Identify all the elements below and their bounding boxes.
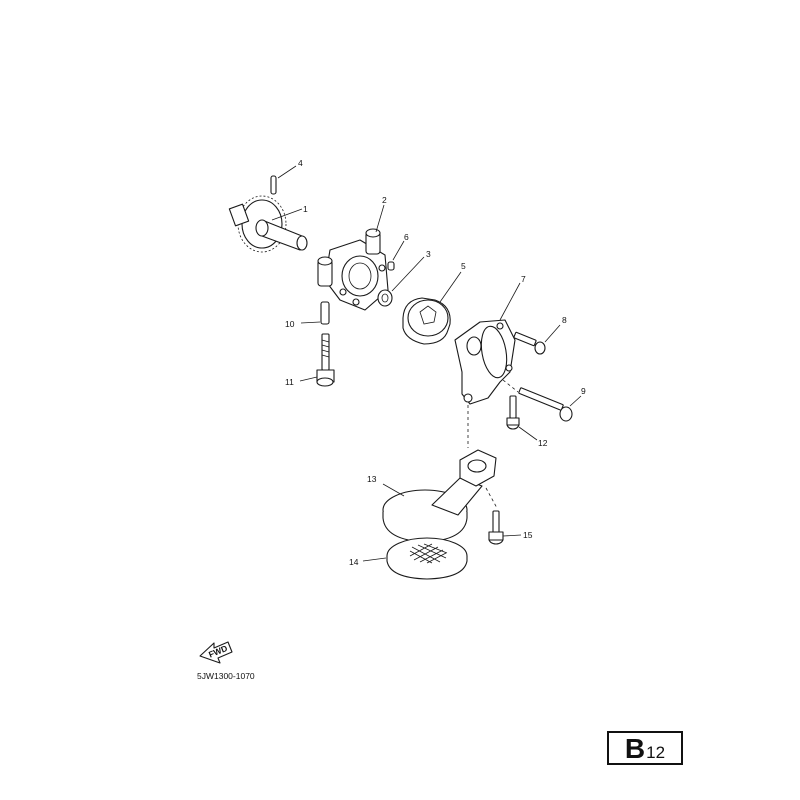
callout-5: 5 <box>461 261 466 271</box>
part-collar <box>317 256 333 287</box>
callout-3: 3 <box>426 249 431 259</box>
part-12-bolt <box>506 395 538 441</box>
part-14-screen <box>362 537 468 580</box>
part-10-dowel <box>300 301 330 325</box>
part-3-washer <box>377 256 425 307</box>
callout-15: 15 <box>523 530 533 540</box>
callout-8: 8 <box>562 315 567 325</box>
part-2-pump-body <box>324 204 389 311</box>
callout-14: 14 <box>349 557 359 567</box>
diagram-code: 5JW1300-1070 <box>197 671 255 681</box>
callout-9: 9 <box>581 386 586 396</box>
callout-10: 10 <box>285 319 295 329</box>
page-badge-number: 12 <box>646 743 666 762</box>
callout-11: 11 <box>285 377 294 387</box>
callout-6: 6 <box>404 232 409 242</box>
callout-13: 13 <box>367 474 377 484</box>
part-7-pump-cover <box>454 282 521 405</box>
part-15-bolt <box>488 510 522 545</box>
page-badge: B 12 <box>607 731 683 765</box>
callout-7: 7 <box>521 274 526 284</box>
part-5-rotor <box>402 271 462 345</box>
part-13-oil-strainer <box>382 449 497 543</box>
callout-2: 2 <box>382 195 387 205</box>
part-6-pin <box>387 240 405 271</box>
part-4-pin <box>270 165 297 195</box>
page-badge-letter: B <box>624 733 646 764</box>
alignment-line <box>485 487 498 509</box>
callout-4: 4 <box>298 158 303 168</box>
part-9-bolt <box>502 379 582 422</box>
part-11-bolt <box>299 333 335 387</box>
callout-1: 1 <box>303 204 308 214</box>
part-8-bolt <box>513 324 561 355</box>
part-1-pump-shaft <box>228 195 308 253</box>
callout-12: 12 <box>538 438 548 448</box>
fwd-arrow-icon: FWD <box>199 641 233 664</box>
